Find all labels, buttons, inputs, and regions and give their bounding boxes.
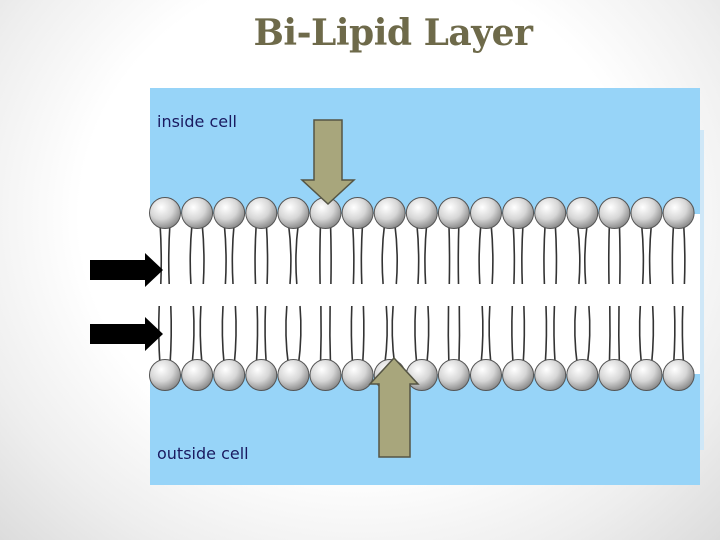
phospholipid-head-icon (470, 359, 502, 391)
lipid-tail-icon (490, 222, 494, 285)
phospholipid-head-icon (373, 197, 406, 229)
phospholipid-head-icon (566, 197, 599, 229)
outside-cell-label: outside cell (157, 444, 249, 463)
phospholipid-head-icon (149, 359, 181, 391)
phospholipid-head-icon (502, 359, 535, 391)
down-arrow-icon (300, 119, 356, 206)
lipid-tail-icon (607, 222, 611, 285)
phospholipid-head-icon (277, 197, 310, 229)
phospholipid-head-icon (309, 359, 342, 391)
bottom-head-row (149, 359, 695, 391)
phospholipid-head-icon (437, 197, 470, 229)
inside-cell-label: inside cell (157, 112, 237, 131)
top-head-row (149, 197, 695, 229)
phospholipid-head-icon (245, 359, 278, 391)
phospholipid-head-icon (341, 359, 374, 391)
lipid-tail-icon (201, 222, 205, 285)
phospholipid-head-icon (470, 197, 502, 229)
phospholipid-head-icon (662, 197, 695, 229)
phospholipid-head-icon (437, 359, 470, 391)
phospholipid-head-icon (245, 197, 278, 229)
phospholipid-head-icon (213, 359, 246, 391)
phospholipid-head-icon (181, 359, 214, 391)
lipid-tail-icon (329, 222, 332, 285)
phospholipid-head-icon (630, 359, 663, 391)
lipid-tail-icon (554, 222, 558, 285)
lipid-tail-icon (478, 222, 482, 285)
panel-edge (700, 130, 704, 450)
phospholipid-head-icon (534, 197, 567, 229)
lipid-tail-icon (254, 222, 258, 285)
lipid-tail-icon (458, 305, 461, 366)
lipid-tail-icon (393, 222, 398, 285)
lipid-tail-icon (319, 222, 322, 285)
phospholipid-head-icon (502, 197, 535, 229)
lipid-tail-icon (671, 222, 675, 285)
phospholipid-head-icon (405, 359, 438, 391)
lipid-tail-icon (189, 222, 193, 285)
phospholipid-head-icon (405, 197, 438, 229)
phospholipid-head-icon (149, 197, 181, 229)
phospholipid-head-icon (630, 197, 663, 229)
up-arrow-icon (368, 356, 420, 458)
lipid-tail-icon (543, 222, 546, 285)
phospholipid-head-icon (662, 359, 695, 391)
phospholipid-head-icon (277, 359, 310, 391)
lipid-tail-icon (447, 305, 450, 366)
lipid-tail-icon (618, 222, 621, 285)
lipid-tail-icon (329, 305, 332, 366)
phospholipid-head-icon (341, 197, 374, 229)
lipid-tail-icon (457, 222, 460, 285)
lipid-tail-icon (381, 222, 386, 285)
right-arrow-icon (90, 317, 163, 351)
phospholipid-head-icon (598, 359, 631, 391)
right-arrow-icon (90, 253, 163, 287)
lipid-tail-icon (448, 222, 451, 285)
phospholipid-head-icon (598, 197, 631, 229)
lipid-tail-icon (608, 305, 611, 366)
lipid-tail-icon (265, 222, 269, 285)
lipid-tail-icon (617, 305, 621, 366)
phospholipid-head-icon (534, 359, 567, 391)
lipid-tail-icon (319, 305, 322, 366)
phospholipid-head-icon (181, 197, 214, 229)
slide-title: Bi-Lipid Layer (253, 12, 533, 54)
phospholipid-head-icon (213, 197, 246, 229)
phospholipid-head-icon (566, 359, 599, 391)
lipid-tail-icon (682, 222, 686, 285)
